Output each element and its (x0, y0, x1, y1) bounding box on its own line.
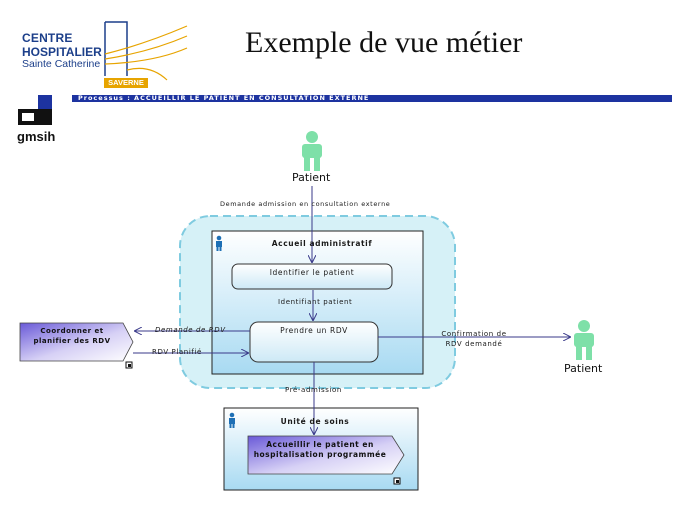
external-accueillir-label-1: Accueillir le patient en (266, 440, 374, 449)
person-icon-unite (229, 412, 235, 428)
slide-title: Exemple de vue métier (245, 26, 523, 59)
flow-demande-admission-label: Demande admission en consultation extern… (220, 200, 391, 208)
external-accueillir (247, 435, 405, 475)
process-label: Processus : ACCUEILLIR LE PATIENT EN CON… (78, 94, 370, 102)
flow-demande-rdv-label: Demande de RDV (155, 326, 226, 334)
external-coordonner-label-2: planifier des RDV (33, 337, 111, 345)
gmsih-logo-icon (18, 95, 52, 125)
unite-box-title: Unité de soins (280, 417, 350, 426)
logo-line-hospitalier: HOSPITALIER (22, 45, 102, 59)
flow-confirmation-label-2: RDV demandé (445, 340, 503, 348)
person-icon-accueil (216, 235, 222, 251)
logo-line-centre: CENTRE (22, 31, 73, 45)
accueil-box-title: Accueil administratif (271, 239, 373, 248)
task-prendre-rdv-label: Prendre un RDV (280, 326, 348, 335)
flow-pre-admission-label: Pré-admission (285, 386, 342, 394)
actor-patient-right-label: Patient (564, 362, 603, 375)
actor-patient-top-label: Patient (292, 171, 331, 184)
flow-identifiant-label: Identifiant patient (278, 298, 353, 306)
actor-icon-patient-right (574, 320, 594, 360)
org-name: gmsih (17, 129, 56, 144)
external-accueillir-label-2: hospitalisation programmée (253, 450, 387, 459)
logo-line-sainte-catherine: Sainte Catherine (22, 58, 101, 70)
flow-confirmation-label-1: Confirmation de (441, 330, 507, 338)
external-coordonner (19, 322, 134, 362)
actor-icon-patient-top (302, 131, 322, 171)
process-bar (72, 95, 672, 102)
task-identifier-label: Identifier le patient (269, 268, 355, 277)
logo-city-badge: SAVERNE (104, 78, 148, 88)
flow-rdv-planifie-label: RDV Planifié (152, 348, 202, 356)
hospital-logo-icon (104, 21, 188, 81)
task-identifier (231, 263, 393, 290)
external-coordonner-label-1: Coordonner et (40, 327, 104, 335)
